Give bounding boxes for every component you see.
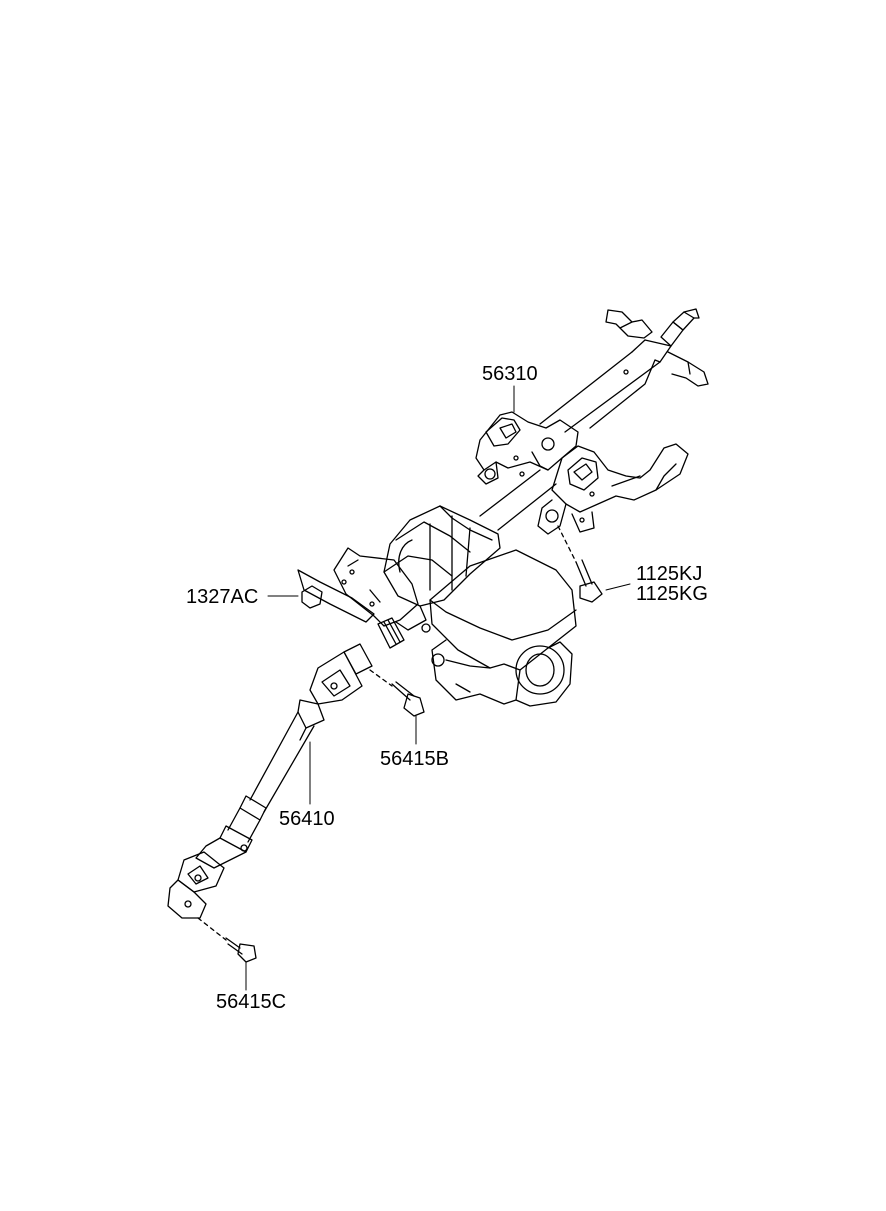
mid-mount-bracket [475, 411, 689, 535]
leader-lines [245, 385, 631, 991]
column-mount-bolt [557, 525, 603, 603]
part-label-1125kj: 1125KJ [636, 563, 703, 585]
part-label-1125kg: 1125KG [636, 583, 708, 605]
steering-shaft-tip [660, 308, 700, 347]
part-label-1327ac: 1327AC [186, 586, 259, 608]
steering-lock-module [421, 549, 577, 707]
splined-output-shaft [377, 617, 405, 649]
lower-joint-bolt [197, 917, 257, 963]
part-label-56410: 56410 [279, 808, 335, 830]
intermediate-shaft [167, 643, 373, 919]
nut-1327ac [297, 569, 375, 623]
part-label-56415c: 56415C [216, 991, 287, 1013]
column-tube [539, 339, 672, 433]
upper-mount-bracket [605, 309, 709, 387]
tilt-housing [333, 505, 501, 631]
part-label-1125kj-1125kg: 1125KJ 1125KG [636, 564, 708, 604]
part-label-56415b: 56415B [380, 748, 449, 770]
lower-column-tube [479, 469, 557, 531]
part-label-56310: 56310 [482, 363, 538, 385]
upper-joint-bolt [369, 669, 425, 717]
